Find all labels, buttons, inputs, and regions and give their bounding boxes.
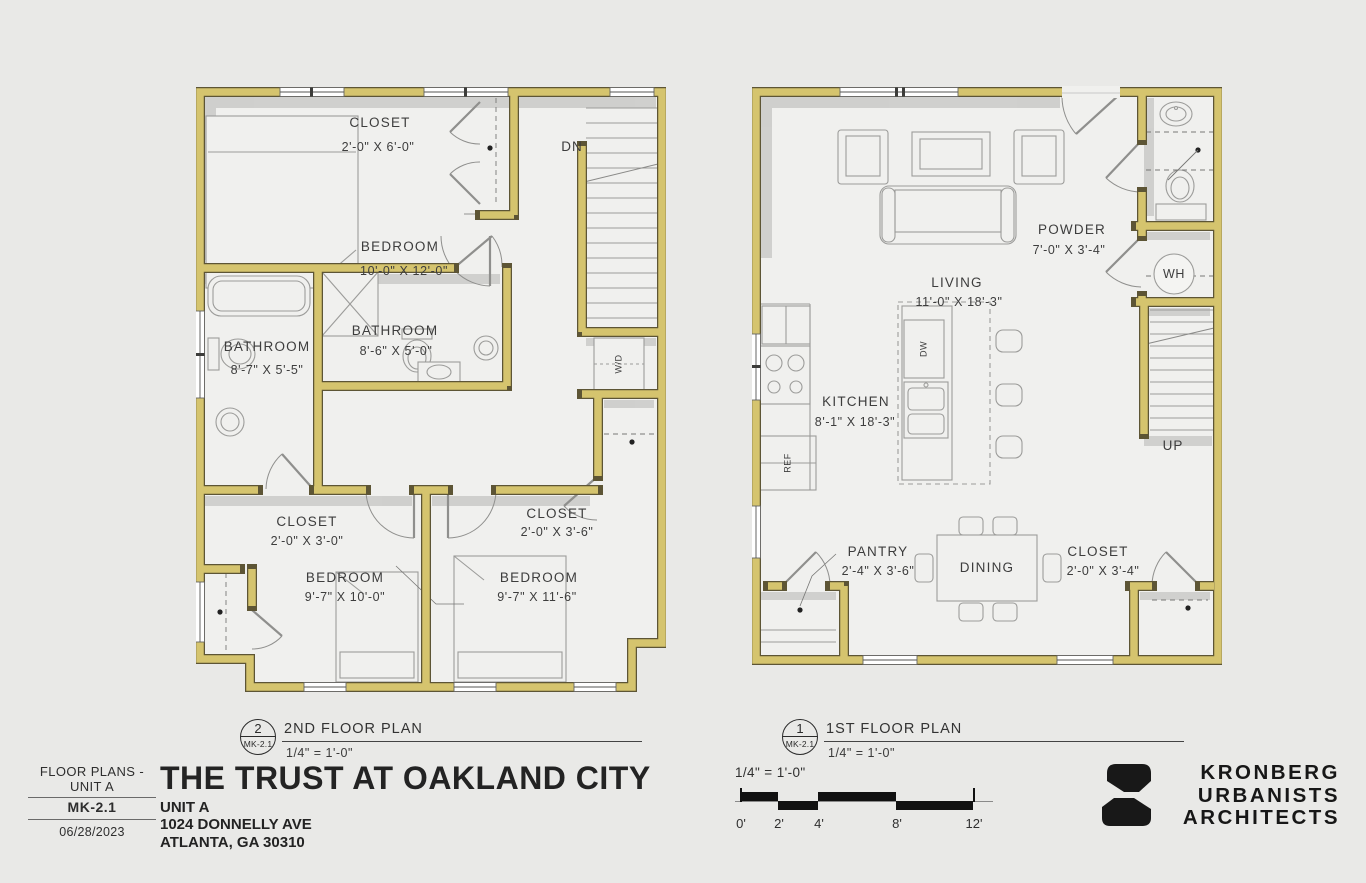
room-dim-closet-top: 2'-0" X 6'-0" — [341, 140, 415, 154]
scale-tick-0: 0' — [736, 816, 746, 831]
water-heater — [1153, 253, 1195, 295]
doors — [781, 93, 1201, 587]
room-label-bathroom-mid: BATHROOM — [351, 323, 439, 338]
room-label-bedroom-top: BEDROOM — [360, 239, 440, 254]
divider — [28, 819, 156, 820]
room-dim-pantry: 2'-4" X 3'-6" — [841, 564, 915, 578]
divider — [28, 797, 156, 798]
room-label-kitchen: KITCHEN — [822, 394, 890, 409]
second-floor-plan-drawing — [196, 87, 666, 692]
room-label-bathroom-left: BATHROOM — [223, 339, 311, 354]
room-label-closet-br: CLOSET — [526, 506, 588, 521]
sheet-title-line1: FLOOR PLANS - — [39, 764, 145, 779]
room-dim-bedroom-bl: 9'-7" X 10'-0" — [304, 590, 386, 604]
scale-bar-segment — [818, 792, 896, 801]
furniture — [757, 101, 1207, 643]
scale-tick-12: 12' — [965, 816, 983, 831]
kronberg-logo-text: KRONBERG URBANISTS ARCHITECTS — [1158, 761, 1340, 830]
room-dim-bedroom-br: 9'-7" X 11'-6" — [497, 590, 577, 604]
appliance-label-wd: W/D — [613, 354, 624, 374]
project-title-block: THE TRUST AT OAKLAND CITY UNIT A 1024 DO… — [160, 760, 651, 852]
project-unit: UNIT A — [160, 799, 210, 816]
callout-bubble: 2 MK-2.1 — [240, 719, 276, 755]
scale-bar-segment — [740, 792, 778, 801]
room-dim-closet-1f: 2'-0" X 3'-4" — [1066, 564, 1140, 578]
sheet-title-line2: UNIT A — [69, 779, 115, 794]
graphic-scale-bar: 1/4" = 1'-0" 0' 2' 4' 8' 12' — [735, 765, 1035, 832]
sheet-number: MK-2.1 — [67, 799, 117, 815]
callout-rule — [282, 741, 642, 742]
callout-bubble: 1 MK-2.1 — [782, 719, 818, 755]
callout-title: 1ST FLOOR PLAN — [826, 721, 963, 737]
scale-bar-end-tick — [973, 788, 975, 802]
room-label-living: LIVING — [931, 275, 983, 290]
kronberg-logo-mark — [1102, 764, 1151, 826]
doors — [251, 101, 599, 650]
logo-line-2: URBANISTS — [1197, 783, 1340, 807]
project-address-line1: 1024 DONNELLY AVE — [160, 816, 312, 833]
sheet-date: 06/28/2023 — [59, 825, 125, 839]
entry-opening — [1062, 86, 1120, 98]
stair-annotation-dn: DN — [561, 139, 583, 154]
wall-shadows — [760, 96, 1212, 600]
scale-bar-segment — [778, 801, 818, 810]
closet-rods — [797, 131, 1214, 613]
scale-tick-4: 4' — [814, 816, 824, 831]
callout-scale: 1/4" = 1'-0" — [828, 746, 895, 760]
scale-tick-2: 2' — [774, 816, 784, 831]
stairs-down — [583, 107, 659, 319]
room-label-dining: DINING — [959, 560, 1015, 575]
scale-label: 1/4" = 1'-0" — [735, 765, 806, 780]
callout-first-floor: 1 MK-2.1 1ST FLOOR PLAN 1/4" = 1'-0" — [782, 719, 1202, 760]
stair-annotation-up: UP — [1162, 438, 1184, 453]
closet-rods — [217, 98, 658, 650]
room-dim-bedroom-top: 10'-0" X 12'-0" — [360, 264, 448, 278]
room-label-closet-bl: CLOSET — [276, 514, 338, 529]
scale-tick-8: 8' — [892, 816, 902, 831]
callout-second-floor: 2 MK-2.1 2ND FLOOR PLAN 1/4" = 1'-0" — [240, 719, 660, 760]
callout-title: 2ND FLOOR PLAN — [284, 721, 423, 737]
kronberg-logo: KRONBERG URBANISTS ARCHITECTS — [1100, 761, 1350, 835]
appliance-label-dw: DW — [918, 341, 929, 357]
windows — [752, 87, 1114, 665]
room-label-pantry: PANTRY — [847, 544, 909, 559]
room-dim-closet-bl: 2'-0" X 3'-0" — [270, 534, 344, 548]
callout-sheet: MK-2.1 — [243, 739, 273, 749]
callout-sheet: MK-2.1 — [785, 739, 815, 749]
walls — [196, 87, 666, 692]
callout-scale: 1/4" = 1'-0" — [286, 746, 353, 760]
room-label-powder: POWDER — [1038, 222, 1106, 237]
callout-number: 1 — [783, 720, 817, 737]
room-label-closet-top: CLOSET — [349, 115, 411, 130]
scale-bar-line — [735, 801, 993, 802]
first-floor-plan-drawing — [752, 86, 1222, 665]
appliance-label-wh: WH — [1162, 267, 1186, 281]
callout-rule — [824, 741, 1184, 742]
project-title: THE TRUST AT OAKLAND CITY — [160, 760, 651, 796]
room-dim-bathroom-left: 8'-7" X 5'-5" — [230, 363, 304, 377]
windows — [196, 87, 655, 692]
room-dim-living: 11'-0" X 18'-3" — [915, 295, 1003, 309]
room-dim-kitchen: 8'-1" X 18'-3" — [814, 415, 896, 429]
logo-line-3: ARCHITECTS — [1182, 806, 1340, 829]
project-address-line2: ATLANTA, GA 30310 — [160, 834, 305, 851]
logo-line-1: KRONBERG — [1200, 761, 1340, 784]
room-dim-closet-br: 2'-0" X 3'-6" — [520, 525, 594, 539]
fixtures — [205, 115, 645, 683]
scale-bar-ticks: 0' 2' 4' 8' 12' — [735, 816, 1035, 832]
room-label-bedroom-bl: BEDROOM — [305, 570, 385, 585]
room-label-closet-1f: CLOSET — [1067, 544, 1129, 559]
stairs-up — [1145, 309, 1215, 431]
sheet-info-block: FLOOR PLANS - UNIT A MK-2.1 06/28/2023 — [18, 764, 166, 841]
scale-bar-segment — [896, 801, 973, 810]
room-label-bedroom-br: BEDROOM — [499, 570, 579, 585]
room-dim-powder: 7'-0" X 3'-4" — [1032, 243, 1106, 257]
room-dim-bathroom-mid: 8'-6" X 5'-0" — [359, 344, 433, 358]
scale-bar-graphic — [735, 788, 1035, 814]
callout-number: 2 — [241, 720, 275, 737]
appliance-label-ref: REF — [782, 453, 793, 473]
